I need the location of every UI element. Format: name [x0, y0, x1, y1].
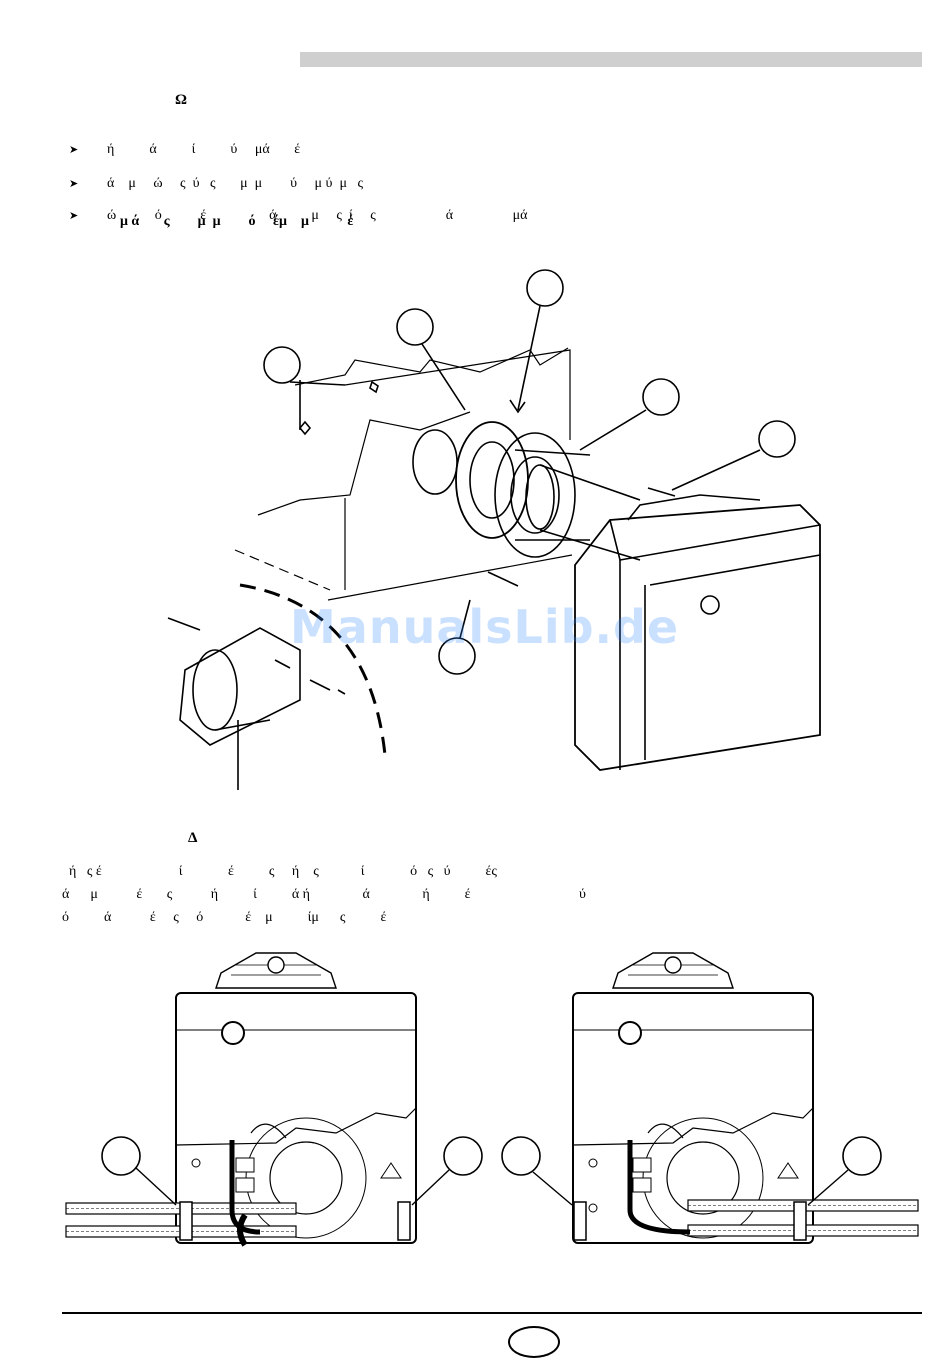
section-1-heading: Ω — [175, 92, 188, 108]
page-number-oval — [508, 1326, 560, 1358]
callout-circle — [758, 420, 796, 458]
bullet-item-1: ➤ ή ά ί ύ μά έ — [62, 126, 300, 158]
footer-rule — [62, 1312, 922, 1314]
paragraph-line-2: ά μ έ ς ή ί ά ή ά ή έ ύ — [62, 887, 586, 902]
header-bar — [300, 52, 922, 67]
callout-circle — [263, 346, 301, 384]
arrow-bullet-icon: ➤ — [69, 177, 79, 190]
watermark: ManualsLib.de — [290, 600, 680, 654]
callout-circle — [438, 637, 476, 675]
section-2-heading: Δ — [188, 830, 198, 846]
bullet-text: ά μ ώ ς ύ ς μ μ ύ μ ύ μ ς — [107, 176, 364, 191]
hose-diagram-left — [65, 952, 483, 1247]
arrow-bullet-icon: ➤ — [69, 209, 79, 222]
bullet-continuation: μ ά ς μ μ ό έμ μ έ — [120, 214, 354, 229]
bullet-item-2: ➤ ά μ ώ ς ύ ς μ μ ύ μ ύ μ ς — [62, 160, 363, 192]
arrow-bullet-icon: ➤ — [69, 143, 79, 156]
bullet-text: ή ά ί ύ μά έ — [107, 142, 301, 157]
paragraph-line-3: ό ά έ ς ό έ μ ίμ ς έ — [62, 910, 387, 925]
callout-circle — [526, 269, 564, 307]
hose-diagram-right — [501, 952, 919, 1244]
paragraph-line-1: ή ς έ ί έ ς ή ς ί ό ς ύ ές — [62, 864, 497, 879]
callout-circle — [642, 378, 680, 416]
callout-circle — [396, 308, 434, 346]
bullet-item-3: ➤ ώ ό έ ά μ ς ί ς ά μά — [62, 192, 527, 224]
bullet-text: ώ ό έ ά μ ς ί ς ά μά — [107, 208, 528, 223]
